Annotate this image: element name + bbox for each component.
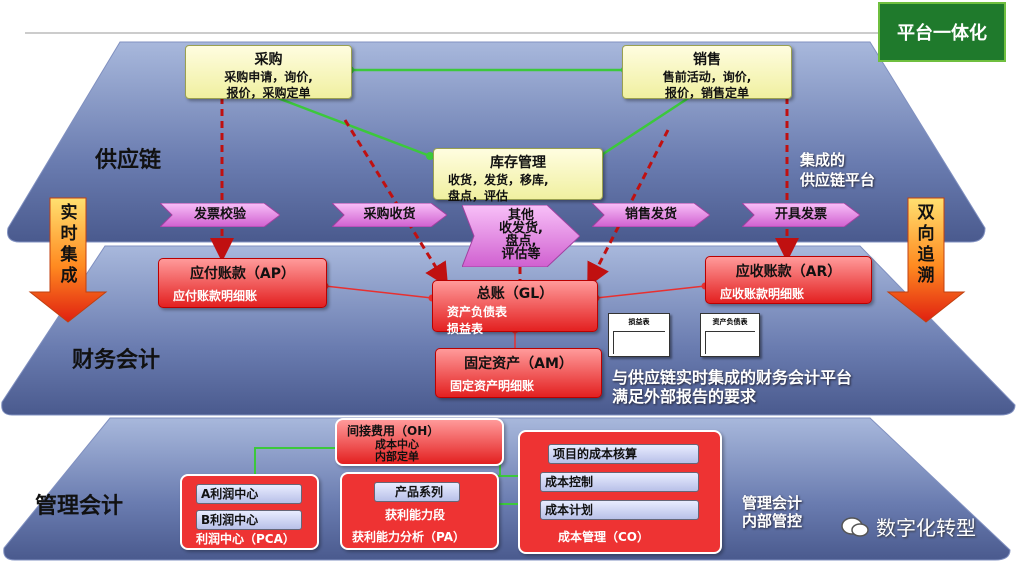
pca-box: A利润中心 B利润中心 利润中心（PCA） (180, 474, 319, 550)
flow-other: 其他 收发货, 盘点, 评估等 (462, 205, 580, 267)
gl-desc-line1: 资产负债表 (447, 305, 508, 319)
ar-desc: 应收账款明细账 (720, 287, 805, 301)
pa-footer: 获利能力分析（PA） (352, 530, 465, 544)
right-arrow-text: 双 向 追 溯 (914, 203, 938, 287)
management-note-line2: 内部管控 (742, 512, 803, 530)
flow-sales-delivery: 销售发货 (592, 203, 710, 227)
sales-desc-line1: 售前活动，询价, (662, 70, 752, 84)
co-footer: 成本管理（CO） (558, 530, 650, 544)
inventory-box: 库存管理 收货，发货，移库, 盘点，评估 (433, 148, 603, 203)
sales-desc-line2: 报价，销售定单 (664, 86, 749, 100)
ap-box: 应付账款（AP） 应付账款明细账 (158, 258, 327, 308)
ar-box: 应收账款（AR） 应收账款明细账 (705, 256, 872, 304)
ap-desc: 应付账款明细账 (173, 289, 258, 303)
co-item-project-costing: 项目的成本核算 (548, 444, 699, 464)
flow-purchase-receipt: 采购收货 (332, 203, 447, 227)
left-arrow-text: 实 时 集 成 (57, 203, 81, 287)
finance-note-line2: 满足外部报告的要求 (612, 387, 757, 406)
gl-desc-line2: 损益表 (447, 322, 484, 336)
right-arrow-char2: 向 (917, 224, 935, 244)
inventory-desc-line1: 收货，发货，移库, (448, 173, 549, 187)
pca-item-a: A利润中心 (196, 484, 302, 504)
layer-label-finance: 财务会计 (72, 348, 161, 373)
platform-badge: 平台一体化 (878, 2, 1006, 62)
sales-box: 销售 售前活动，询价, 报价，销售定单 (622, 45, 792, 100)
oh-box: 间接费用（OH） 成本中心 内部定单 (335, 418, 504, 466)
management-note-line1: 管理会计 (742, 494, 803, 512)
flow-invoice-check-label: 发票校验 (193, 207, 246, 222)
layer-label-management: 管理会计 (35, 494, 124, 519)
co-box: 项目的成本核算 成本控制 成本计划 成本管理（CO） (518, 430, 722, 554)
left-arrow-char1: 实 (60, 203, 78, 223)
green-links (274, 68, 691, 158)
left-arrow-char3: 集 (60, 245, 78, 265)
pa-box: 产品系列 获利能力段 获利能力分析（PA） (340, 472, 499, 550)
pa-item-product-line: 产品系列 (374, 482, 460, 502)
pa-item-segment: 获利能力段 (384, 508, 445, 522)
ar-title: 应收账款（AR） (735, 264, 842, 280)
flow-issue-invoice-label: 开具发票 (774, 207, 827, 222)
co-item-cost-planning: 成本计划 (540, 500, 699, 520)
wechat-icon (841, 516, 869, 537)
integrated-supply-chain-label: 集成的 供应链平台 (800, 150, 875, 190)
gl-box: 总账（GL） 资产负债表 损益表 (432, 280, 598, 336)
left-arrow-char4: 成 (60, 266, 78, 286)
right-arrow-char1: 双 (917, 203, 935, 223)
am-title: 固定资产（AM） (464, 356, 573, 372)
flow-other-line3: 盘点, (505, 234, 537, 249)
management-note: 管理会计 内部管控 (742, 494, 802, 530)
flow-other-line2: 收发货, (499, 221, 543, 236)
pca-footer: 利润中心（PCA） (196, 532, 295, 546)
layer-label-supply-chain: 供应链 (95, 148, 162, 173)
ap-title: 应付账款（AP） (189, 266, 296, 282)
right-side-arrow-shape (886, 197, 966, 323)
purchase-title: 采购 (254, 52, 283, 68)
finance-note: 与供应链实时集成的财务会计平台 满足外部报告的要求 (612, 368, 852, 406)
pca-item-b: B利润中心 (196, 510, 302, 530)
watermark-text: 数字化转型 (876, 516, 976, 540)
flow-invoice-check: 发票校验 (160, 203, 280, 227)
income-statement-doc-icon: 损益表 (608, 313, 670, 357)
left-arrow-char2: 时 (60, 224, 78, 244)
integrated-label-line2: 供应链平台 (800, 171, 876, 189)
purchase-desc-line1: 采购申请，询价, (224, 70, 313, 84)
inventory-desc-line2: 盘点，评估 (448, 189, 509, 203)
watermark: 数字化转型 (840, 512, 976, 541)
co-item-cost-control: 成本控制 (540, 472, 699, 492)
am-desc: 固定资产明细账 (450, 379, 535, 393)
right-arrow-char3: 追 (917, 245, 935, 265)
doc2-label: 资产负债表 (712, 318, 748, 326)
inventory-title: 库存管理 (490, 155, 546, 171)
purchase-box: 采购 采购申请，询价, 报价，采购定单 (185, 45, 352, 100)
flow-other-line1: 其他 (507, 208, 534, 223)
flow-issue-invoice: 开具发票 (742, 203, 860, 227)
oh-title: 间接费用（OH） (347, 424, 440, 438)
flow-purchase-receipt-label: 采购收货 (363, 207, 416, 222)
oh-item-internal-order: 内部定单 (375, 450, 419, 463)
doc1-label: 损益表 (628, 318, 650, 326)
integrated-label-line1: 集成的 (800, 151, 846, 169)
balance-sheet-doc-icon: 资产负债表 (700, 313, 760, 357)
flow-other-label: 其他 收发货, 盘点, 评估等 (462, 205, 580, 261)
gl-title: 总账（GL） (476, 286, 554, 302)
finance-note-line1: 与供应链实时集成的财务会计平台 (612, 368, 853, 387)
left-side-arrow-shape (28, 197, 108, 323)
right-arrow-char4: 溯 (917, 266, 935, 286)
sales-title: 销售 (693, 52, 721, 68)
oh-item-cost-center: 成本中心 (375, 438, 419, 451)
flow-sales-delivery-label: 销售发货 (624, 207, 677, 222)
purchase-desc-line2: 报价，采购定单 (226, 86, 311, 100)
flow-other-line4: 评估等 (501, 247, 541, 262)
am-box: 固定资产（AM） 固定资产明细账 (435, 348, 602, 398)
